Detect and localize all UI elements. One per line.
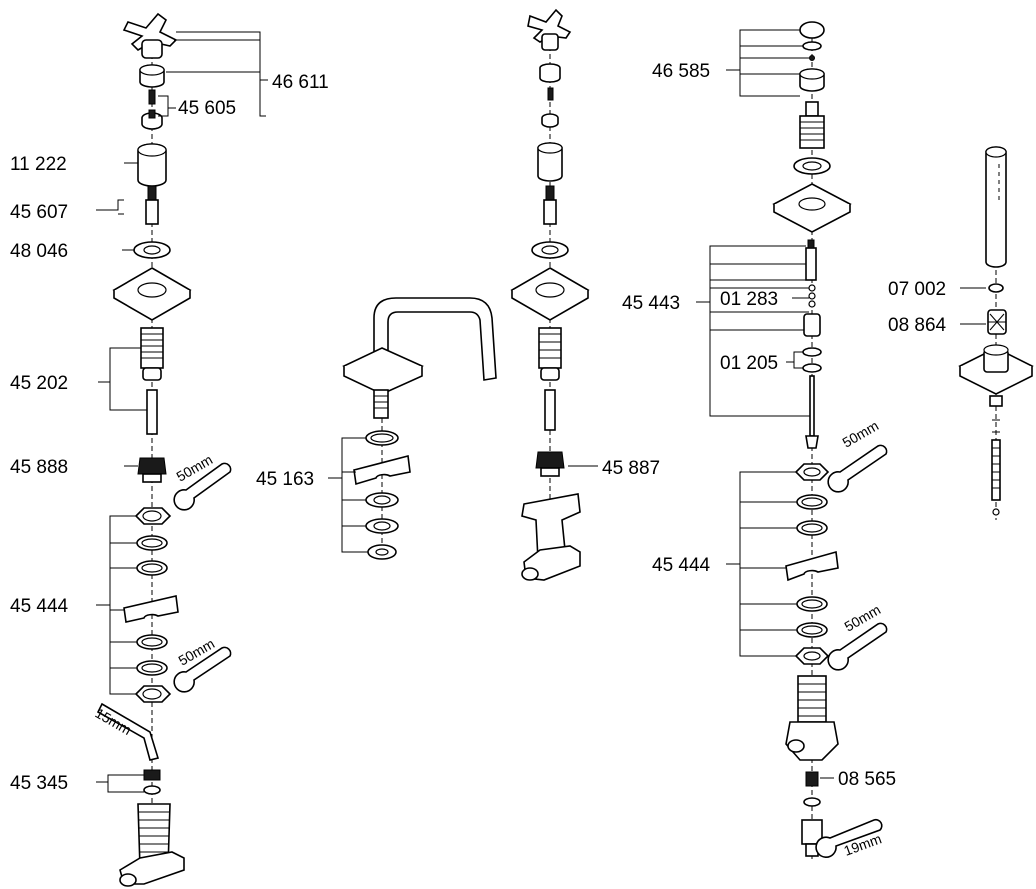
left-valve-assembly [96,12,192,887]
wrench-icon [827,444,888,493]
right-valve-assembly [510,8,590,581]
label-48046: 48 046 [10,241,68,262]
tool-label-50mm-c: 50mm [840,417,882,450]
label-45345: 45 345 [10,773,68,794]
wrench-icon [173,646,232,693]
label-07002: 07 002 [888,279,946,300]
label-11222: 11 222 [10,154,67,175]
label-08565: 08 565 [838,769,896,790]
leader-lines-diverter [696,29,834,779]
label-45607: 45 607 [10,202,68,223]
label-46611: 46 611 [272,72,329,93]
label-45202: 45 202 [10,373,68,394]
leader-lines-left [96,31,268,793]
label-45887: 45 887 [602,458,660,479]
wrench-icon [173,462,232,511]
label-45605: 45 605 [178,98,236,119]
label-01283: 01 283 [720,289,778,310]
leader-lines-shower [960,287,986,325]
label-45444-left: 45 444 [10,596,69,617]
label-45163: 45 163 [256,469,314,490]
label-08864: 08 864 [888,315,947,336]
hand-shower-assembly [958,146,1034,520]
label-45443: 45 443 [622,293,680,314]
wrench-icon [815,818,883,858]
leader-lines-spout [328,437,368,553]
label-01205: 01 205 [720,353,778,374]
wrench-icon [827,622,888,671]
label-45888: 45 888 [10,457,68,478]
diverter-assembly [772,21,852,860]
label-45444-right: 45 444 [652,555,711,576]
label-46585: 46 585 [652,61,710,82]
spout-assembly [342,297,497,560]
